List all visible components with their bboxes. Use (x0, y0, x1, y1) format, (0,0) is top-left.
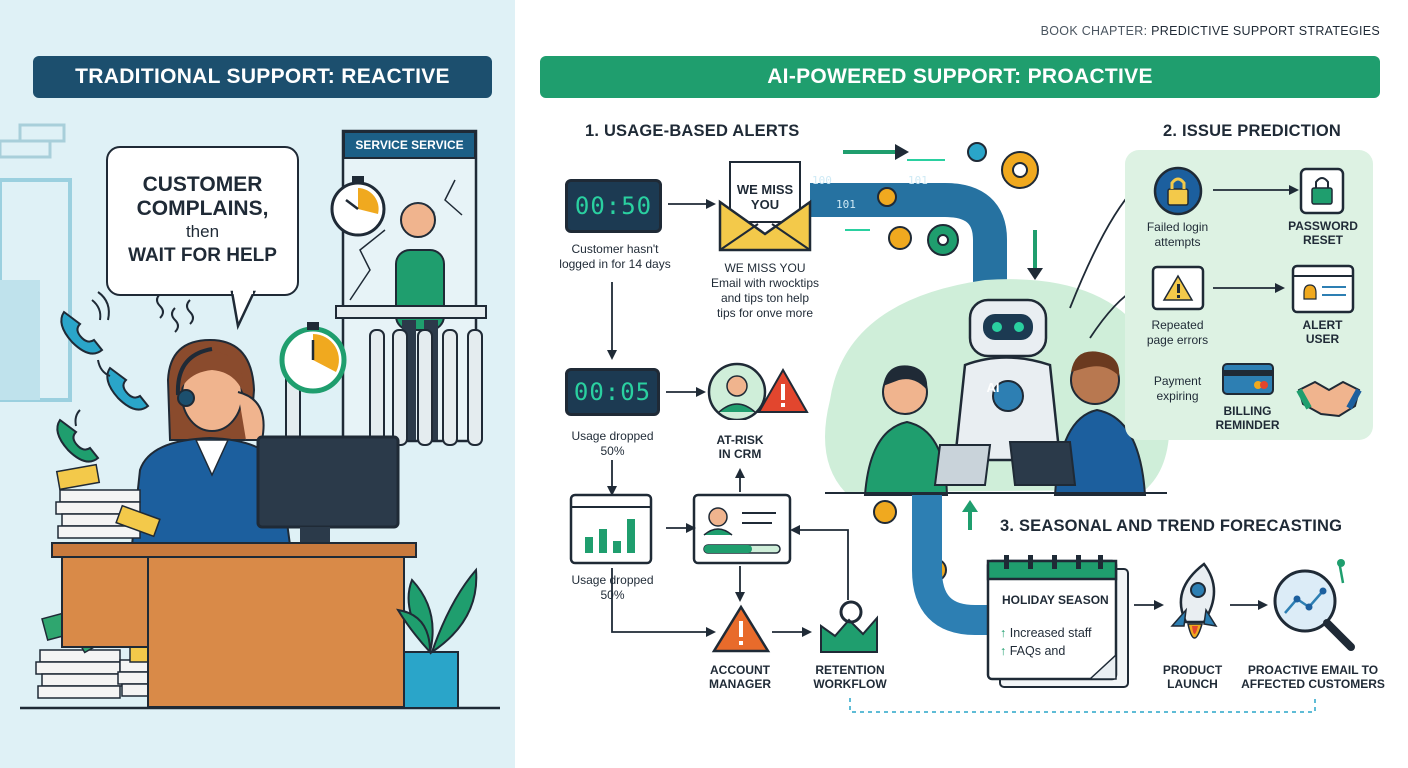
envelope-line: YOU (750, 197, 780, 212)
warning-icon (711, 604, 771, 653)
calendar-item-text: Increased staff (1009, 626, 1092, 640)
at-risk-customer-icon (707, 362, 809, 420)
at-risk-label: AT-RISK IN CRM (700, 433, 780, 461)
page-error-icon (1151, 265, 1205, 311)
up-arrow-icon: ↑ (1000, 644, 1007, 658)
usage-caption: Usage dropped 50% (555, 429, 670, 459)
envelope-icon (718, 161, 812, 252)
calendar-icon (986, 555, 1129, 688)
failed-login-label: Failed login attempts (1130, 220, 1225, 250)
bubble-line: COMPLAINS, (136, 197, 269, 220)
label-line: WORKFLOW (813, 677, 887, 691)
label-line: Repeated (1151, 318, 1204, 332)
reactive-banner: TRADITIONAL SUPPORT: REACTIVE (33, 56, 492, 98)
caption-line: Usage dropped (571, 429, 654, 443)
chapter-heading: BOOK CHAPTER: PREDICTIVE SUPPORT STRATEG… (1041, 24, 1380, 38)
envelope-text: WE MISS YOU (729, 182, 801, 212)
label-line: LAUNCH (1167, 677, 1218, 691)
calendar-item: ↑ FAQs and (1000, 642, 1092, 660)
label-line: Payment (1153, 374, 1202, 388)
usage-flow-arrows (607, 199, 849, 637)
label-line: IN CRM (718, 447, 762, 461)
caption-line: WE MISS YOU (724, 261, 806, 275)
ai-badge: AI (986, 380, 1000, 395)
alert-screen-icon (1291, 264, 1355, 314)
label-line: MANAGER (709, 677, 771, 691)
usage-alerts-title: 1. USAGE-BASED ALERTS (585, 122, 800, 140)
retention-workflow-icon (820, 600, 878, 653)
label-line: BILLING (1223, 404, 1272, 418)
calendar-items: ↑ Increased staff ↑ FAQs and (1000, 624, 1092, 660)
service-sign: SERVICE SERVICE (343, 131, 476, 159)
lock-icon (1153, 166, 1203, 216)
data-stream-text: 101 (836, 198, 856, 211)
alert-user-label: ALERT USER (1280, 318, 1365, 346)
rocket-icon (1170, 562, 1218, 639)
proactive-banner: AI-POWERED SUPPORT: PROACTIVE (540, 56, 1380, 98)
label-line: Failed login (1146, 220, 1209, 234)
label-line: ACCOUNT (710, 663, 770, 677)
bubble-line: then (185, 222, 220, 241)
label-line: RETENTION (815, 663, 885, 677)
email-caption: WE MISS YOU Email with rwocktips and tip… (690, 261, 840, 321)
analysis-magnifier-icon (1273, 559, 1355, 651)
crm-record-icon (692, 493, 792, 565)
bubble-tail (230, 290, 256, 330)
forecast-arrows (1134, 600, 1268, 610)
data-stream-text: 100 (812, 174, 832, 187)
label-line: page errors (1146, 333, 1209, 347)
payment-expiring-label: Payment expiring (1140, 374, 1215, 404)
password-lock-icon (1299, 167, 1345, 215)
label-line: ALERT (1302, 318, 1343, 332)
label-line: attempts (1154, 235, 1201, 249)
label-line: REMINDER (1215, 418, 1280, 432)
label-line: RESET (1302, 233, 1343, 247)
label-line: PRODUCT (1162, 663, 1223, 677)
complaint-speech-bubble: CUSTOMER COMPLAINS, then WAIT FOR HELP (106, 146, 299, 296)
chapter-title: PREDICTIVE SUPPORT STRATEGIES (1151, 24, 1380, 38)
caption-line: Customer hasn't (571, 242, 659, 256)
prediction-arrows (1213, 185, 1299, 293)
label-line: expiring (1156, 389, 1199, 403)
up-arrow-icon: ↑ (1000, 626, 1007, 640)
bubble-line: WAIT FOR HELP (128, 245, 277, 266)
page-errors-label: Repeated page errors (1130, 318, 1225, 348)
issue-prediction-title: 2. ISSUE PREDICTION (1163, 122, 1342, 140)
label-line: PASSWORD (1288, 219, 1358, 233)
data-stream-text: 101 (908, 174, 928, 187)
idle-timer-value: 00:50 (574, 192, 653, 220)
label-line: PROACTIVE EMAIL TO (1247, 663, 1379, 677)
usage-timer: 00:05 (565, 368, 660, 416)
caption-line: 50% (600, 444, 625, 458)
calendar-item: ↑ Increased staff (1000, 624, 1092, 642)
calendar-title: HOLIDAY SEASON (1002, 593, 1109, 607)
account-manager-label: ACCOUNT MANAGER (695, 663, 785, 691)
password-reset-label: PASSWORD RESET (1278, 219, 1368, 247)
caption-line: and tips ton help (720, 291, 810, 305)
usage-timer-value: 00:05 (573, 378, 652, 406)
product-launch-label: PRODUCT LAUNCH (1150, 663, 1235, 691)
retention-label: RETENTION WORKFLOW (805, 663, 895, 691)
credit-card-icon (1222, 363, 1274, 395)
office-scene-illustration (0, 123, 500, 710)
label-line: AFFECTED CUSTOMERS (1241, 677, 1385, 691)
envelope-line: WE MISS (736, 182, 794, 197)
caption-line: tips for onve more (716, 306, 814, 320)
chapter-prefix: BOOK CHAPTER: (1040, 24, 1152, 38)
idle-caption: Customer hasn't logged in for 14 days (545, 242, 685, 272)
caption-line: Email with rwocktips (710, 276, 820, 290)
label-line: USER (1305, 332, 1340, 346)
billing-reminder-label: BILLING REMINDER (1205, 404, 1290, 432)
usage-chart-icon (569, 493, 653, 565)
handshake-icon (1296, 380, 1362, 418)
reactive-panel (0, 0, 515, 768)
calendar-item-text: FAQs and (1009, 644, 1066, 658)
forecasting-title: 3. SEASONAL AND TREND FORECASTING (1000, 517, 1343, 535)
bubble-line: CUSTOMER (142, 173, 263, 196)
caption-line: logged in for 14 days (559, 257, 671, 271)
idle-timer: 00:50 (565, 179, 662, 233)
label-line: AT-RISK (716, 433, 764, 447)
proactive-email-label: PROACTIVE EMAIL TO AFFECTED CUSTOMERS (1238, 663, 1388, 691)
